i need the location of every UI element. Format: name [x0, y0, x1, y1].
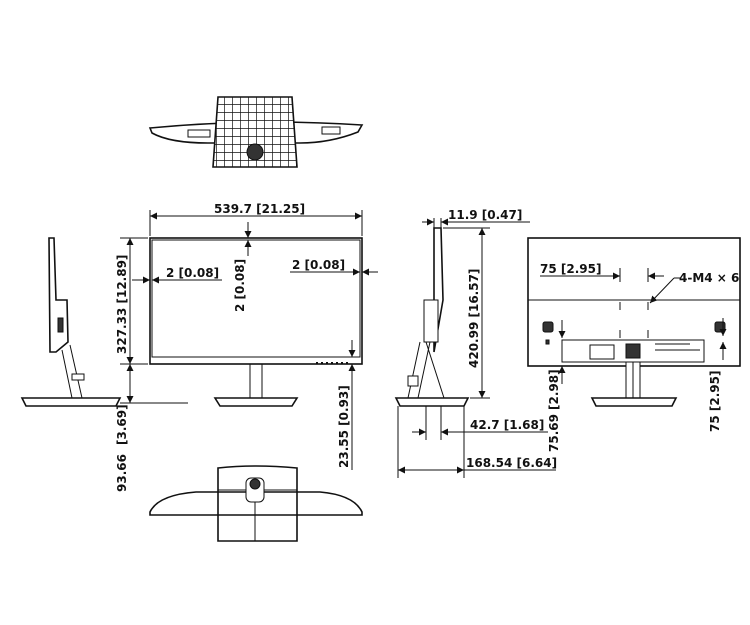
bezel-left-label: 2 [0.08] — [166, 266, 219, 280]
width-label: 539.7 [21.25] — [214, 202, 305, 216]
front-panel-outline — [149, 237, 363, 365]
vesa-offset-left-label: [2.98] — [547, 369, 561, 410]
front-stand-neck — [249, 363, 263, 399]
left-side-panel — [48, 237, 69, 353]
rear-speaker-left — [542, 321, 554, 333]
depth-panel-label: 11.9 [0.47] — [448, 208, 522, 222]
port-cluster-right — [321, 126, 341, 135]
vesa-horizontal-label: 75 [2.95] — [540, 262, 601, 276]
bezel-right-label: 2 [0.08] — [292, 258, 345, 272]
stand-mount-circle — [246, 143, 264, 161]
stand-height-label: 93.66 — [115, 454, 129, 492]
panel-gap-label: 327.33 [12.89] — [115, 255, 129, 354]
bottom-chin-label: 23.55 [0.93] — [337, 385, 351, 468]
screw-spec-label: 4-M4 × 6 — [679, 271, 739, 285]
bottom-view-base — [217, 465, 298, 542]
front-screen-area — [151, 239, 361, 358]
panel-height-label: 420.99 [16.57] — [467, 269, 481, 368]
base-depth-label: 168.54 [6.64] — [466, 456, 557, 470]
bottom-view-body — [149, 491, 363, 516]
left-side-base — [20, 397, 122, 407]
stand-offset-label: [3.69] — [115, 404, 129, 445]
top-view — [148, 96, 364, 168]
vesa-vertical-label: 75 [2.95] — [708, 371, 722, 432]
side-view-base — [394, 397, 470, 407]
vesa-offset-height-label: 75.69 — [547, 414, 561, 452]
base-offset-label: 42.7 [1.68] — [470, 418, 544, 432]
rear-view: 75 [2.95] 4-M4 × 6 [2.98] 75.69 75 [2.95… — [527, 237, 741, 452]
side-view: 11.9 [0.47] 420.99 [16.57] 42.7 [1.68] 1… — [394, 208, 557, 478]
bezel-top-label: 2 [0.08] — [233, 259, 247, 312]
front-stand-base — [213, 397, 299, 407]
bottom-view — [149, 465, 363, 542]
rear-vent-grille — [212, 96, 298, 168]
left-side-view — [20, 237, 122, 407]
port-cluster-left — [187, 129, 211, 138]
front-view: 539.7 [21.25] 2 [0.08] 2 [0.08] 2 [0.08]… — [115, 202, 378, 492]
rear-stand-base — [590, 397, 678, 407]
